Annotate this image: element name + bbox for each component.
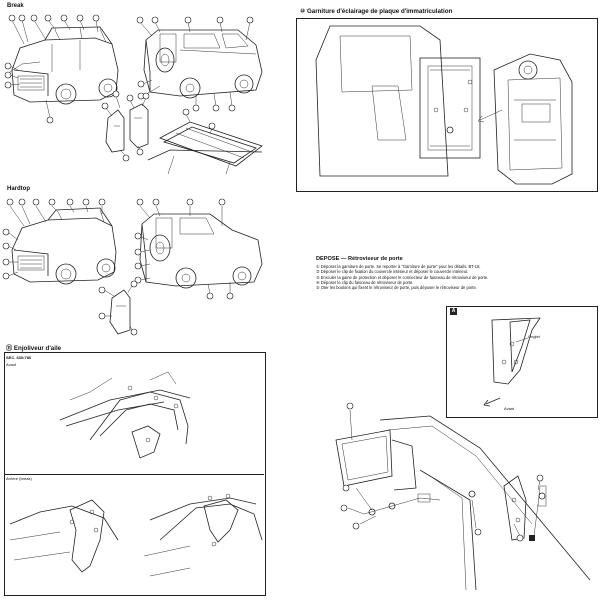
hardtop-rear-vehicle-drawing	[139, 213, 263, 289]
depose-steps-list: ① Déposer la garniture de porte. Se repo…	[316, 264, 488, 290]
plate-trim-arrow	[477, 109, 503, 123]
rear-fender-right-drawing	[143, 493, 263, 577]
fender-section-title-text: Enjoliveur d'aile	[13, 345, 62, 352]
mirror-bracket-drawing	[491, 317, 541, 385]
break-rear-callouts	[101, 16, 254, 162]
fender-sec-label: SEC. 630•780	[6, 355, 32, 360]
fender-divider	[4, 474, 264, 475]
inset-avant-label: Avant	[504, 406, 515, 411]
fender-avant-label: Avant	[6, 362, 17, 367]
rear-door-interior-drawing	[315, 25, 481, 177]
rear-fender-left-drawing	[9, 499, 119, 573]
break-rear-vehicle-drawing	[143, 29, 263, 99]
plate-trim-panel-drawing	[493, 53, 573, 185]
mirror-a-tag	[529, 535, 535, 541]
door-frame-drawing	[379, 415, 591, 591]
hardtop-front-vehicle-drawing	[11, 207, 117, 285]
fender-arriere-label: Arrière (break)	[6, 476, 32, 481]
depose-step-2: ② Déposer le clip de fixation du couverc…	[316, 269, 469, 275]
break-front-vehicle-drawing	[9, 26, 119, 105]
depose-step-1: ① Déposer la garniture de porte. Se repo…	[316, 264, 481, 269]
inset-avant-arrow	[483, 397, 501, 407]
depose-step-3: ③ Enrouler la gaine de protection et dép…	[316, 274, 489, 280]
break-door-trims-drawing	[105, 103, 149, 153]
hardtop-label: Hardtop	[7, 186, 30, 192]
front-fender-drawing	[59, 371, 191, 459]
inset-tag-letter: A	[451, 308, 456, 314]
fender-section-mark: ⑪	[6, 345, 13, 352]
inset-tag: A	[450, 308, 457, 315]
mirror-harness-drawing	[363, 493, 441, 516]
mirror-cover-drawing	[503, 475, 527, 541]
depose-step-5: ⑤ Oter les boulons qui fixent le rétrovi…	[316, 285, 477, 291]
plate-section-title-text: Garniture d'éclairage de plaque d'immatr…	[306, 8, 453, 15]
hardtop-door-trim-drawing	[109, 289, 131, 335]
mirror-clips-drawing	[468, 485, 547, 507]
depose-step-4: ④ Déposer le clip du faisceau de rétrovi…	[316, 279, 414, 285]
roof-rack-drawing	[147, 121, 263, 175]
mirror-glass-drawing	[335, 429, 417, 491]
break-front-callouts	[4, 14, 100, 124]
plate-section-title: ⑩ Garniture d'éclairage de plaque d'imma…	[300, 8, 452, 15]
fender-section-title: ⑪ Enjoliveur d'aile	[6, 343, 61, 352]
plate-section-mark: ⑩	[300, 8, 306, 15]
break-label: Break	[7, 3, 24, 9]
inset-onglet-label: Onglet	[528, 334, 540, 339]
depose-title: DEPOSE — Rétroviseur de porte	[316, 256, 403, 262]
